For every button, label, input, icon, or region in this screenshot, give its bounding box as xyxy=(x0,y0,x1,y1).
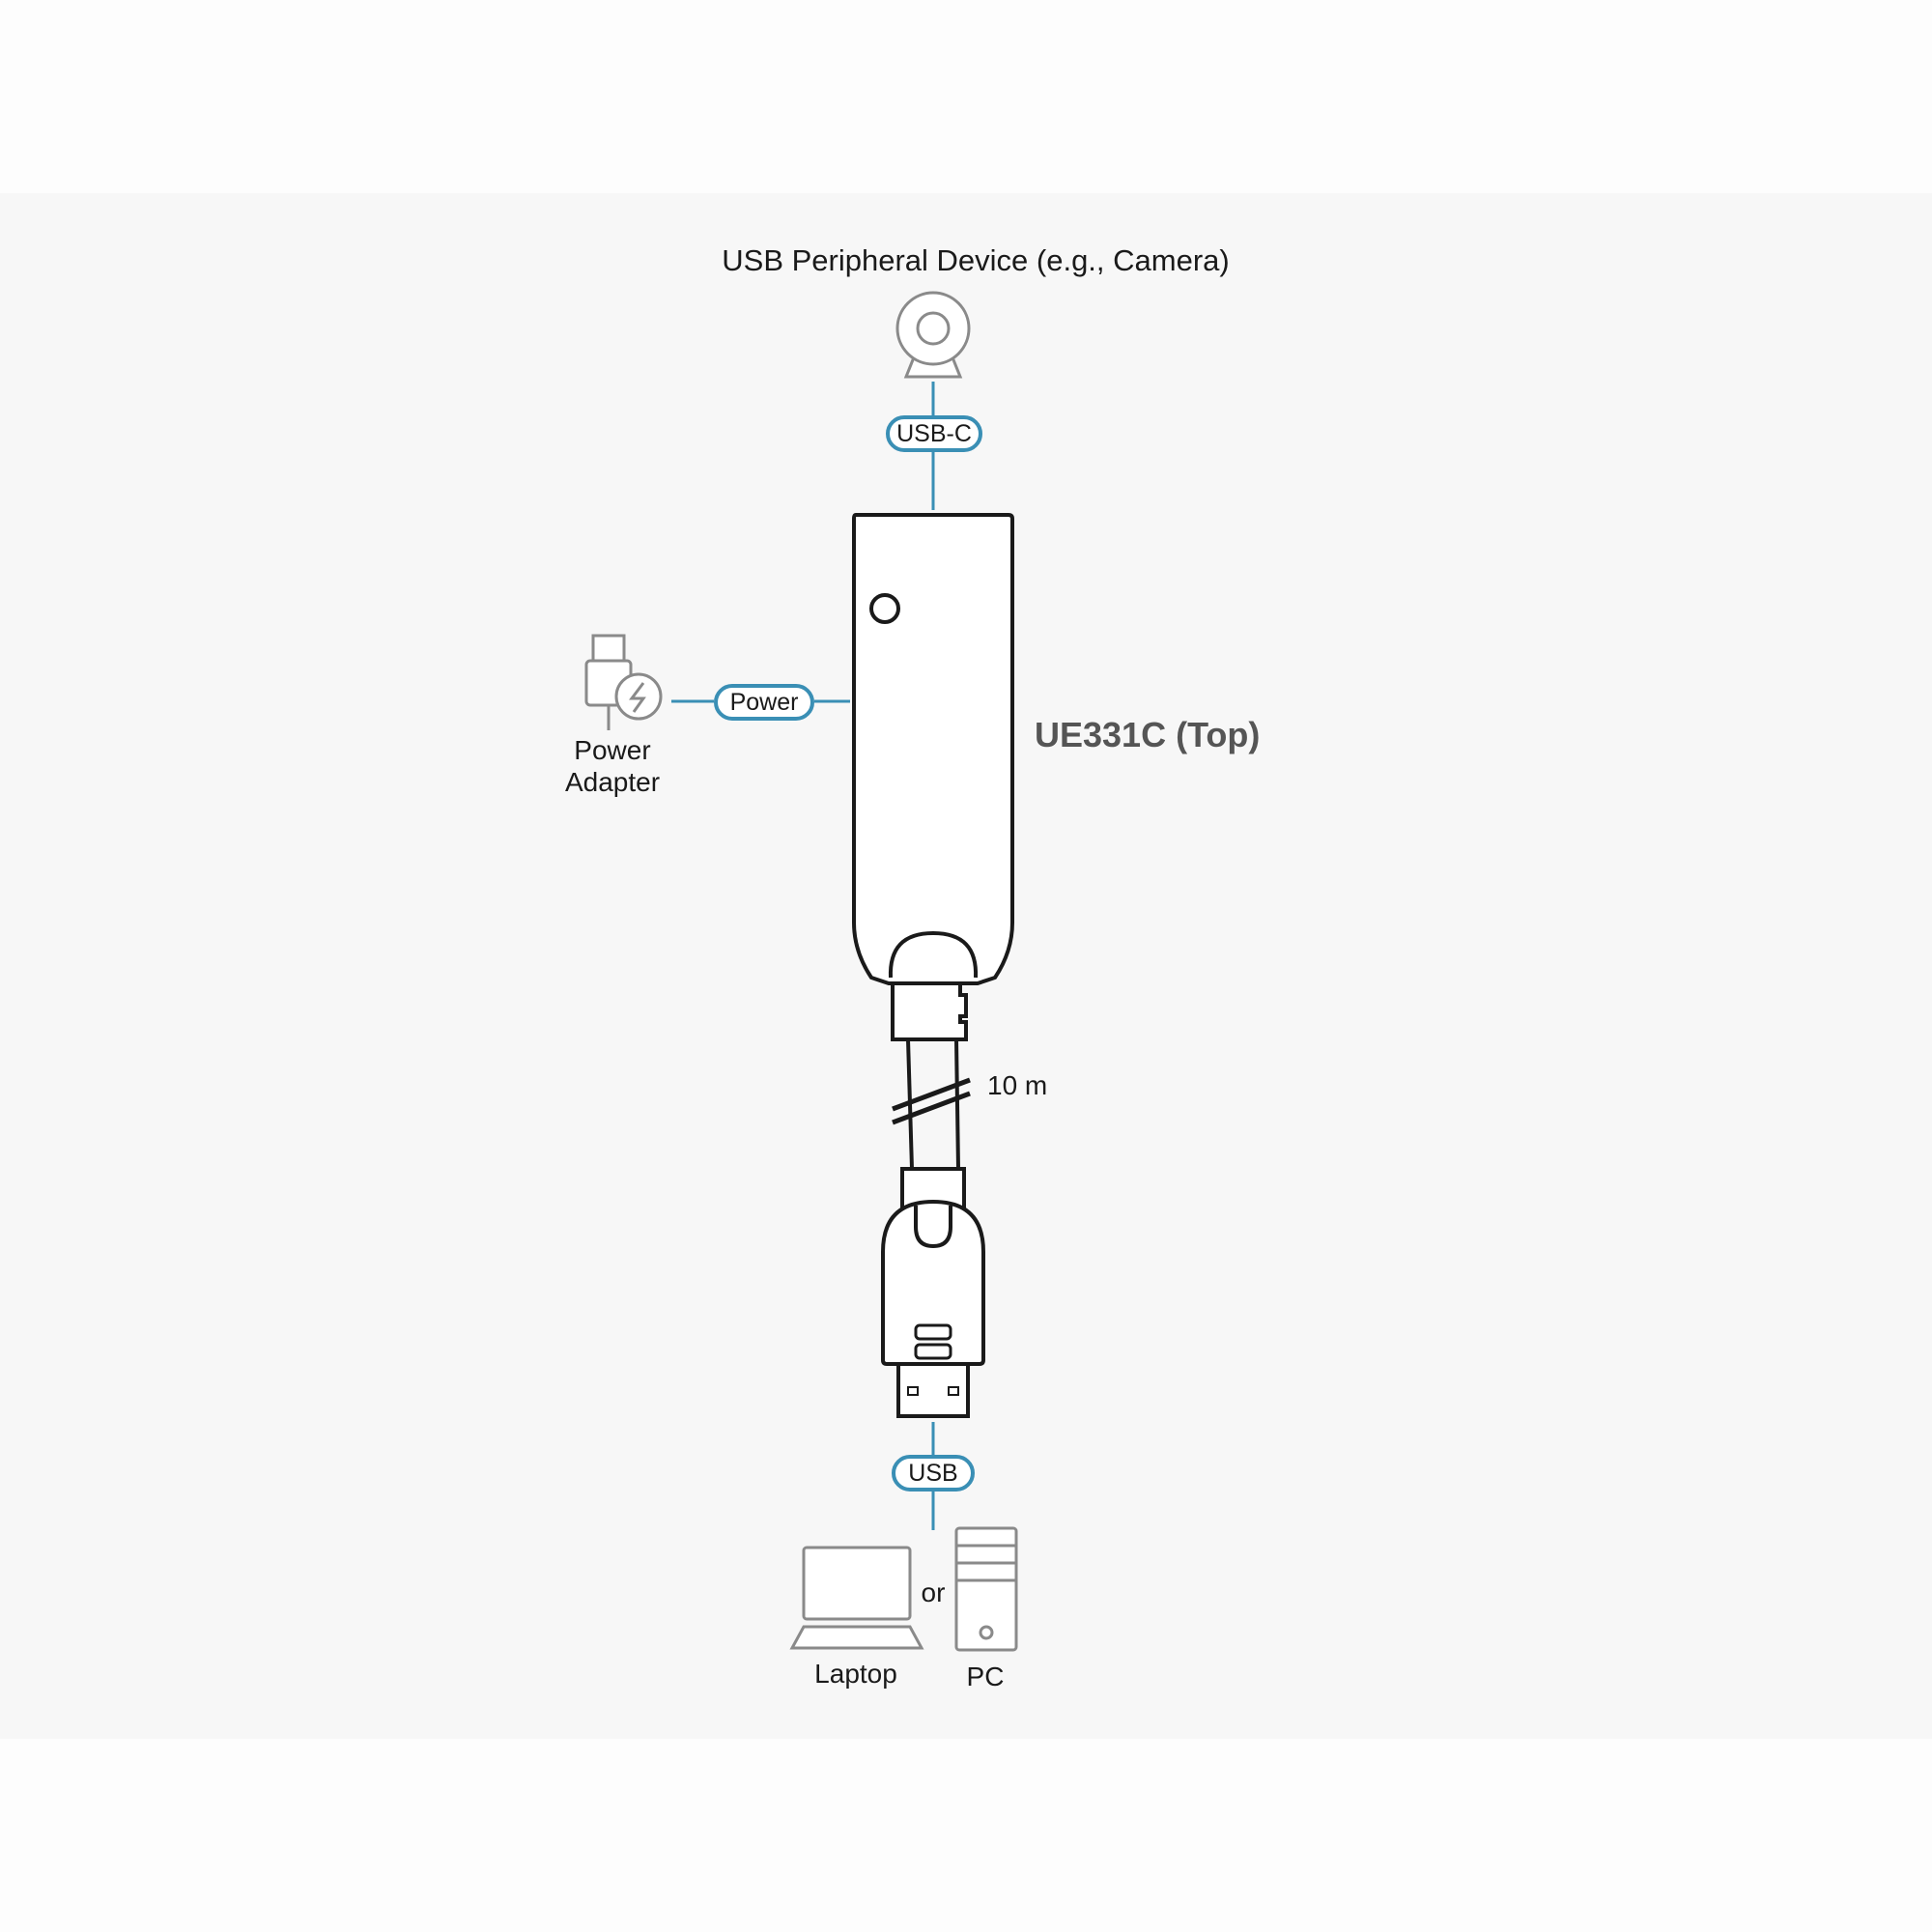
cable-length-label: 10 m xyxy=(987,1070,1048,1100)
power-adapter-label-line2: Adapter xyxy=(564,767,661,797)
power-adapter-label-line1: Power xyxy=(574,735,651,765)
usb-c-connector-badge: USB-C xyxy=(886,415,982,452)
power-adapter-label: Power Adapter xyxy=(565,734,660,798)
laptop-icon xyxy=(789,1546,924,1650)
usb-plug-icon xyxy=(881,1199,985,1418)
product-label: UE331C (Top) xyxy=(1035,715,1261,754)
power-adapter-icon xyxy=(584,634,663,730)
usb-connector-badge: USB xyxy=(892,1455,975,1492)
extender-body xyxy=(852,513,1014,985)
pc-label: PC xyxy=(966,1662,1005,1691)
laptop-label: Laptop xyxy=(814,1659,897,1689)
pc-tower-icon xyxy=(954,1526,1018,1652)
led-indicator xyxy=(869,593,900,624)
camera-icon xyxy=(895,291,971,379)
peripheral-device-label: USB Peripheral Device (e.g., Camera) xyxy=(722,243,1230,277)
cable-strain-relief-top xyxy=(888,930,979,979)
connection-lines xyxy=(671,382,935,1530)
cable xyxy=(891,981,971,1211)
extender-housing xyxy=(852,513,1014,985)
or-label: or xyxy=(921,1577,946,1607)
power-connector-badge: Power xyxy=(714,684,814,721)
